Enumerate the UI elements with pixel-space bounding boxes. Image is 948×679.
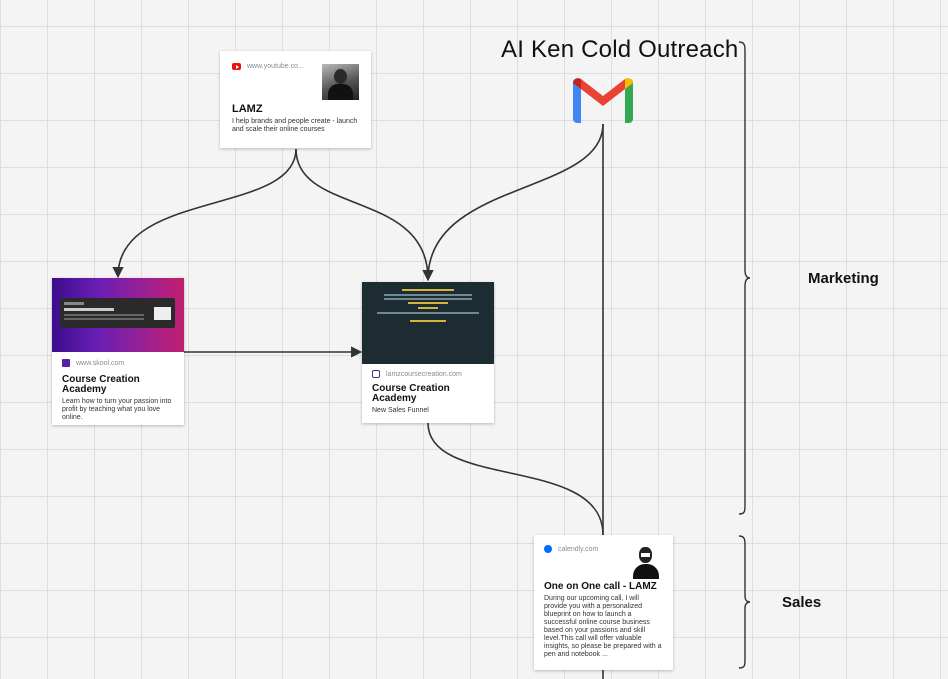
youtube-icon (232, 63, 241, 70)
gmail-icon[interactable] (573, 77, 633, 123)
card-title[interactable]: One on One call - LAMZ (544, 581, 657, 592)
card-title[interactable]: Course Creation Academy (372, 383, 450, 404)
card-description[interactable]: New Sales Funnel (372, 407, 429, 414)
card-skool[interactable]: www.skool.com Course Creation Academy Le… (52, 278, 184, 425)
card-title[interactable]: Course Creation Academy (62, 374, 140, 395)
card-description[interactable]: During our upcoming call, I will provide… (544, 595, 662, 658)
card-domain[interactable]: calendly.com (558, 545, 599, 553)
connector-funnel-to-calendly[interactable] (427, 422, 604, 536)
avatar-thumbnail (322, 64, 359, 100)
card-domain[interactable]: lamzcoursecreation.com (386, 370, 462, 378)
board-title[interactable]: AI Ken Cold Outreach (501, 36, 739, 63)
site-favicon-icon (372, 370, 380, 378)
card-title[interactable]: LAMZ (232, 103, 263, 115)
card-description[interactable]: I help brands and people create - launch… (232, 118, 358, 133)
avatar-thumbnail (629, 545, 663, 579)
section-label-sales[interactable]: Sales (782, 594, 822, 611)
preview-image (362, 282, 494, 364)
card-youtube[interactable]: www.youtube.co... LAMZ I help brands and… (220, 51, 371, 148)
connector-youtube-to-funnel[interactable] (295, 148, 434, 282)
card-domain[interactable]: www.skool.com (76, 359, 125, 367)
card-calendly[interactable]: calendly.com One on One call - LAMZ Duri… (534, 535, 673, 670)
calendly-icon (544, 545, 552, 553)
connector-youtube-to-skool[interactable] (112, 148, 297, 279)
card-funnel[interactable]: lamzcoursecreation.com Course Creation A… (362, 282, 494, 423)
preview-image (52, 278, 184, 352)
marketing-brace (738, 41, 751, 515)
sales-brace (738, 535, 751, 669)
connector-gmail-to-funnel[interactable] (422, 123, 604, 282)
skool-icon (62, 359, 70, 367)
card-description[interactable]: Learn how to turn your passion into prof… (62, 398, 172, 421)
section-label-marketing[interactable]: Marketing (808, 270, 879, 287)
card-domain[interactable]: www.youtube.co... (247, 63, 304, 70)
